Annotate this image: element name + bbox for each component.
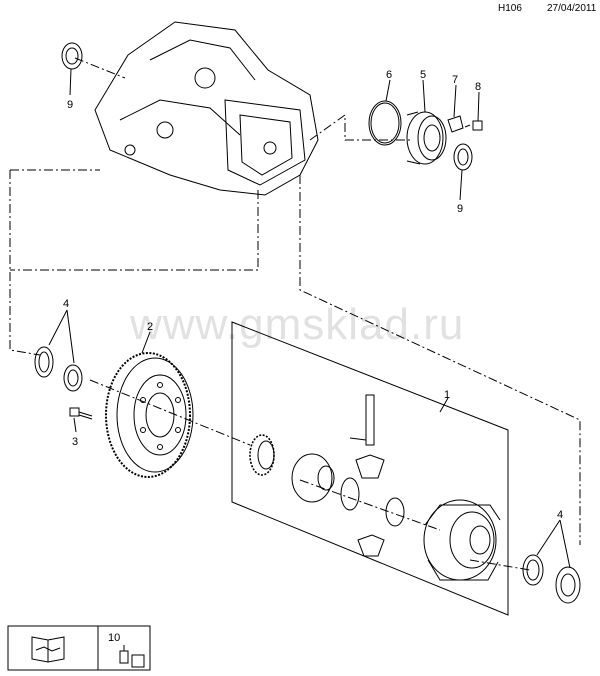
watermark: www.gmsklad.ru xyxy=(130,300,465,349)
differential-assembly-box xyxy=(231,321,509,616)
callout-9-left: 9 xyxy=(67,99,73,111)
lock-bolt xyxy=(464,120,483,131)
sealant-tube-icon xyxy=(119,650,129,664)
bearing-adjuster xyxy=(406,111,447,165)
o-ring xyxy=(368,100,402,146)
legend-box xyxy=(7,625,151,671)
callout-6: 6 xyxy=(386,69,392,81)
bearing-left xyxy=(34,346,83,392)
wrench-icon xyxy=(35,646,61,652)
callout-7: 7 xyxy=(452,74,458,86)
transmission-housing xyxy=(94,21,319,196)
callout-3: 3 xyxy=(72,436,78,448)
callout-8: 8 xyxy=(475,81,481,93)
callout-5: 5 xyxy=(420,69,426,81)
bearing-right xyxy=(522,554,581,604)
legend-item-number: 10 xyxy=(108,632,120,644)
callout-leaders xyxy=(48,68,571,569)
ring-gear-bolt xyxy=(69,407,93,420)
differential-case xyxy=(423,499,501,581)
ring-gear xyxy=(105,352,194,478)
leader-lines xyxy=(9,57,581,571)
diagram-date: 27/04/2011 xyxy=(547,3,597,14)
callout-4-left: 4 xyxy=(63,298,69,310)
speedometer-drive-gear xyxy=(249,434,275,476)
diagram-code: H106 xyxy=(498,3,522,14)
oil-seal-left xyxy=(61,42,83,70)
differential-gears xyxy=(291,394,405,557)
lock-plate xyxy=(447,115,464,133)
callout-9-right: 9 xyxy=(457,203,463,215)
oil-seal-right xyxy=(453,143,473,171)
callout-4-right: 4 xyxy=(557,509,563,521)
callout-2: 2 xyxy=(147,321,153,333)
callout-1: 1 xyxy=(444,389,450,401)
